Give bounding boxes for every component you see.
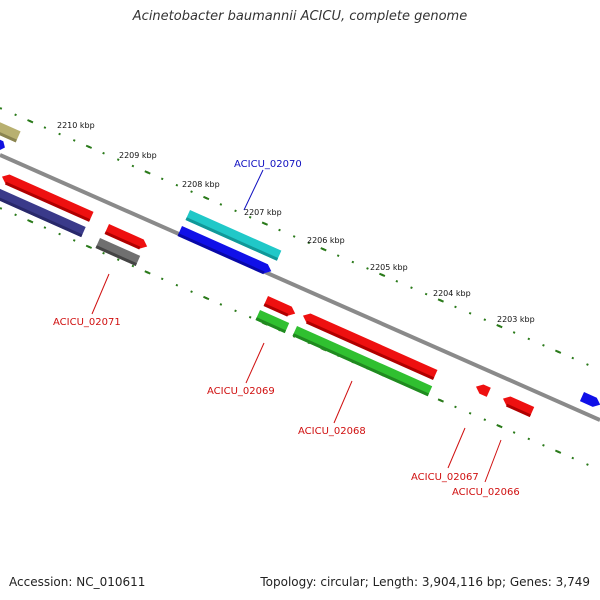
gene-feature[interactable] [177,226,274,277]
kbp-label: 2205 kbp [370,263,408,272]
map-title: Acinetobacter baumannii ACICU, complete … [132,9,468,24]
gene-feature[interactable] [579,392,600,409]
kbp-label: 2206 kbp [307,236,345,245]
gene-label[interactable]: ACICU_02071 [53,317,121,328]
gene-feature[interactable] [0,138,7,152]
gene-feature[interactable] [501,394,535,418]
gene-label[interactable]: ACICU_02068 [298,426,366,437]
kbp-label: 2207 kbp [244,208,282,217]
kbp-label: 2209 kbp [119,151,157,160]
gene-feature[interactable] [301,311,438,381]
gene-feature[interactable] [185,210,282,261]
inner-tick-track [0,207,600,471]
kbp-label: 2204 kbp [433,289,471,298]
gene-feature[interactable] [0,188,86,238]
gene-feature[interactable] [292,326,433,397]
genome-backbone [0,153,600,422]
gene-feature[interactable] [474,382,491,397]
gene-label[interactable]: ACICU_02067 [411,472,479,483]
gene-feature[interactable] [104,224,150,252]
gene-label[interactable]: ACICU_02066 [452,487,520,498]
gene-feature[interactable] [95,238,141,266]
gene-features[interactable] [0,120,600,418]
kbp-label: 2203 kbp [497,315,535,324]
gene-feature[interactable] [0,120,21,143]
outer-tick-track [0,107,600,371]
accession-text: Accession: NC_010611 [9,575,146,589]
kbp-label: 2210 kbp [57,121,95,130]
leader-lines [91,169,502,483]
gene-feature[interactable] [255,310,290,334]
topology-text: Topology: circular; Length: 3,904,116 bp… [260,575,590,589]
kbp-label: 2208 kbp [182,180,220,189]
gene-label[interactable]: ACICU_02069 [207,386,275,397]
gene-feature[interactable] [263,296,298,319]
gene-feature[interactable] [0,172,94,222]
gene-label[interactable]: ACICU_02070 [234,159,302,170]
